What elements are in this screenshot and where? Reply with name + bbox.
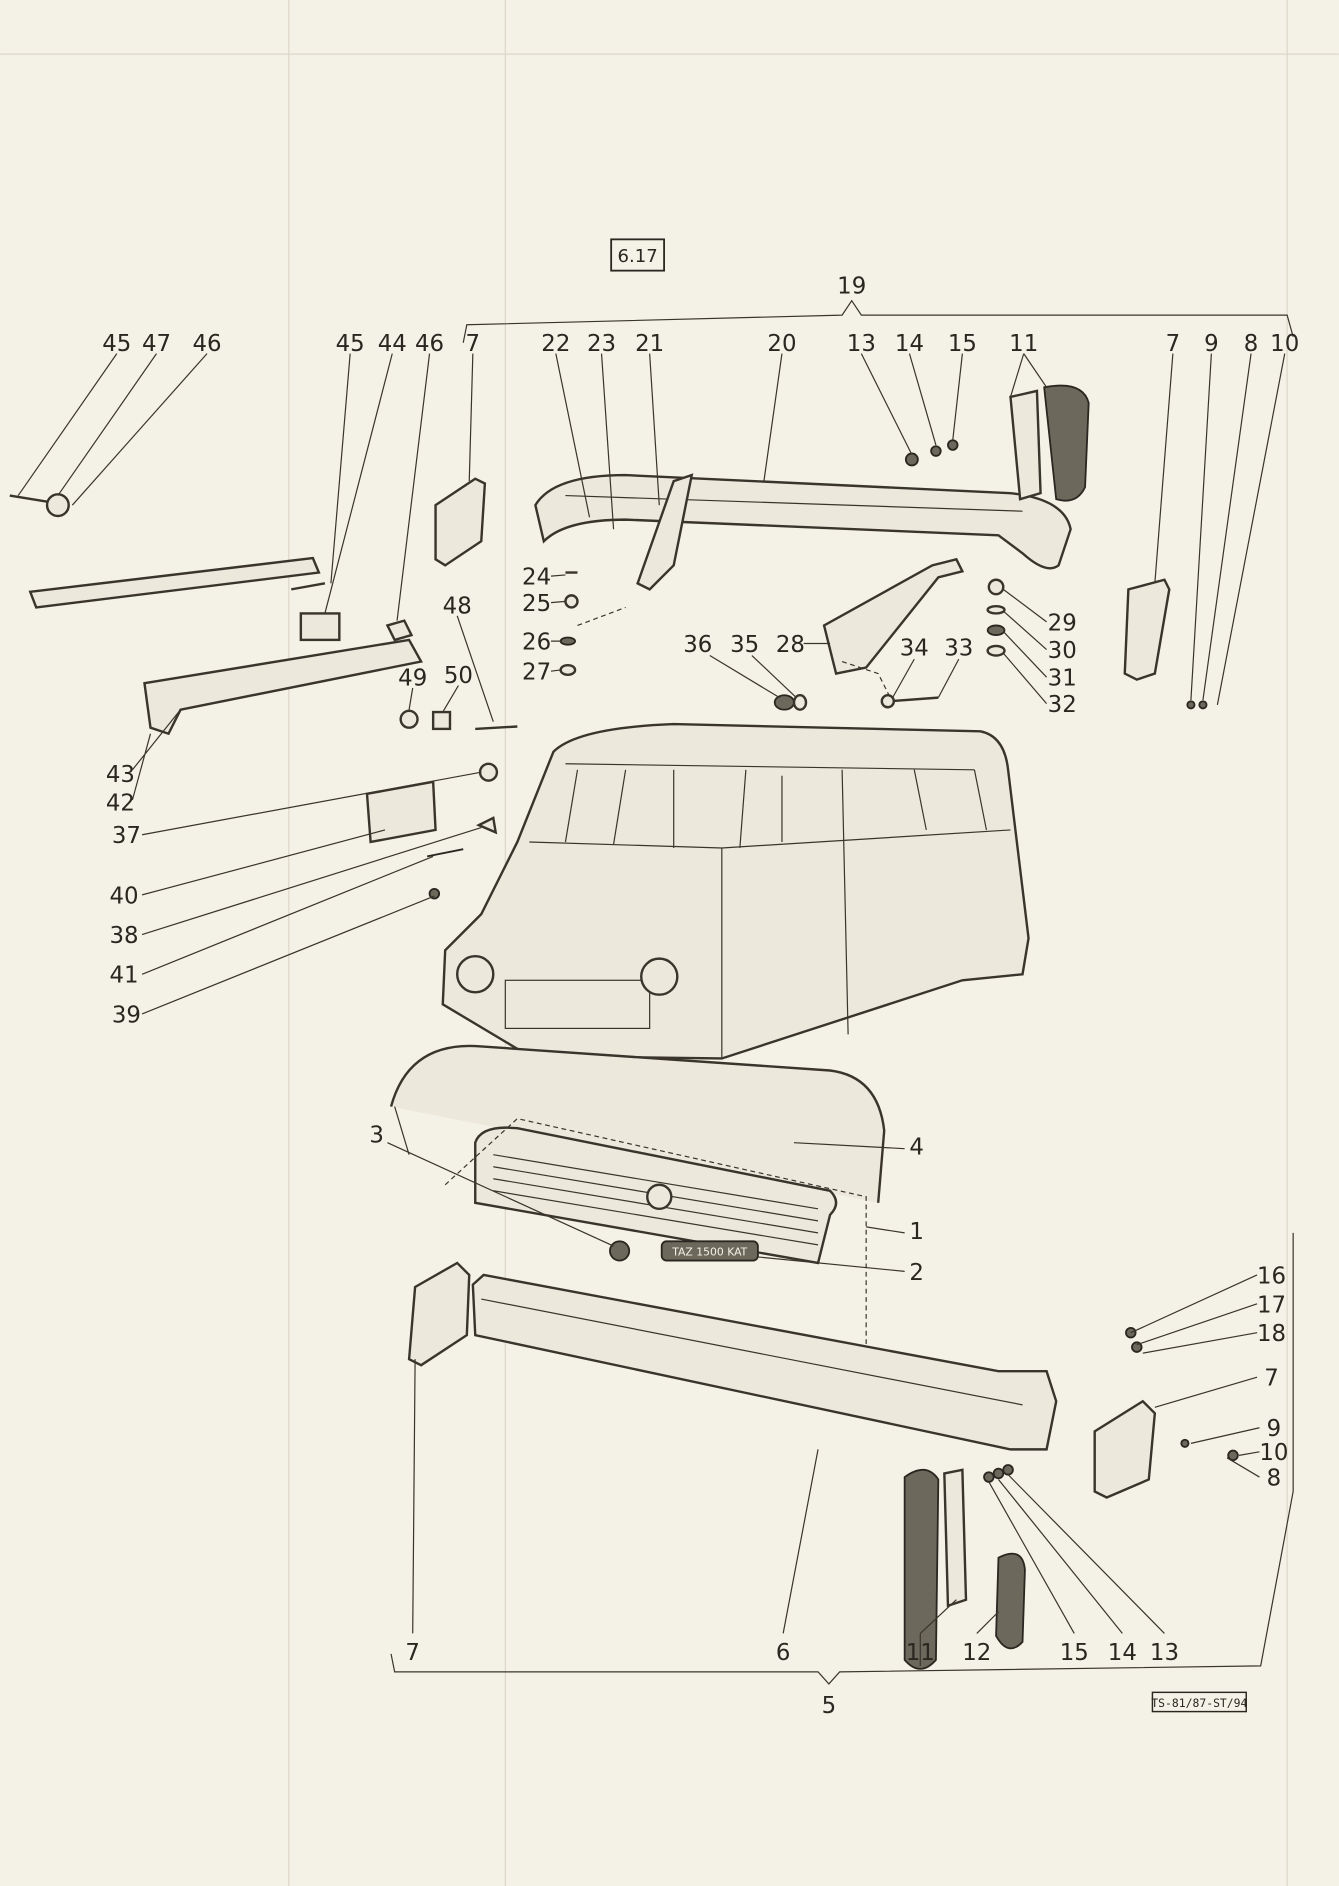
callouts-bracket-hardware: 48 49 50 24 25 26 27 36 35 28 34 33 29 3… (398, 565, 1077, 718)
callout: 48 (443, 593, 472, 619)
callout: 49 (398, 666, 427, 692)
callout: 46 (192, 331, 221, 357)
callout: 11 (906, 1640, 935, 1666)
callout: 30 (1048, 638, 1077, 664)
callout: 26 (522, 630, 551, 656)
callout: 10 (1259, 1440, 1288, 1466)
callouts-front-right: 16 17 18 7 9 10 8 (1257, 1263, 1288, 1491)
callout: 3 (369, 1123, 384, 1149)
callout: 46 (415, 331, 444, 357)
callout: 13 (1150, 1640, 1179, 1666)
callout: 21 (635, 331, 664, 357)
callout: 34 (900, 636, 929, 662)
callout: 25 (522, 591, 551, 617)
callout: 36 (683, 632, 712, 658)
callout: 41 (109, 963, 138, 989)
callouts-bottom-row: 7 6 11 12 15 14 13 (405, 1640, 1179, 1666)
callout: 7 (1166, 331, 1181, 357)
callouts-top-left: 45 47 46 (102, 331, 221, 357)
callout: 44 (378, 331, 407, 357)
callout: 11 (1009, 331, 1038, 357)
group-bracket-19: 19 (462, 273, 1294, 343)
callout: 38 (109, 923, 138, 949)
drawing-code: TS-81/87-ST/94 (1151, 1696, 1247, 1710)
callout: 37 (112, 823, 141, 849)
callout: 17 (1257, 1292, 1286, 1318)
callouts-left-column: 43 42 37 40 38 41 39 (106, 762, 141, 1029)
callout: 31 (1048, 666, 1077, 692)
callout: 12 (962, 1640, 991, 1666)
callout-19: 19 (837, 273, 866, 299)
callout: 15 (1060, 1640, 1089, 1666)
callout: 29 (1048, 610, 1077, 636)
callout: 10 (1270, 331, 1299, 357)
callout: 2 (909, 1260, 924, 1286)
callout: 16 (1257, 1263, 1286, 1289)
callout: 23 (587, 331, 616, 357)
figure-ref: 6.17 (618, 246, 658, 267)
callout: 50 (444, 663, 473, 689)
hardware (9, 439, 1208, 731)
callout: 15 (948, 331, 977, 357)
callout: 28 (776, 632, 805, 658)
callout-5: 5 (822, 1693, 837, 1719)
rear-bumper (434, 384, 1171, 681)
callout: 27 (522, 660, 551, 686)
callout: 45 (102, 331, 131, 357)
leader-lines (17, 353, 1286, 1666)
callout: 8 (1267, 1465, 1282, 1491)
callout: 35 (730, 632, 759, 658)
callout: 7 (1264, 1366, 1279, 1392)
callout: 9 (1267, 1416, 1282, 1442)
callout: 6 (776, 1640, 791, 1666)
figure-ref-box: 6.17 (610, 238, 665, 272)
front-bumper (407, 1261, 1239, 1670)
callout: 7 (405, 1640, 420, 1666)
callout: 45 (336, 331, 365, 357)
drawing-code-box: TS-81/87-ST/94 (1151, 1691, 1248, 1713)
callout: 20 (767, 331, 796, 357)
group-bracket-5: 5 (390, 1232, 1294, 1719)
callouts-grille: 4 3 1 2 (369, 1123, 924, 1286)
callout: 1 (909, 1219, 924, 1245)
callouts-top-row: 45 44 46 7 22 23 21 20 13 14 15 11 7 9 8… (336, 331, 1300, 357)
callout: 13 (847, 331, 876, 357)
side-rails (28, 556, 499, 900)
callout: 22 (541, 331, 570, 357)
callout: 33 (944, 636, 973, 662)
callout: 32 (1048, 692, 1077, 718)
callout: 7 (466, 331, 481, 357)
callout: 8 (1244, 331, 1259, 357)
gasket (389, 1044, 886, 1203)
grille-badge: TAZ 1500 KAT (671, 1246, 747, 1259)
callout: 47 (142, 331, 171, 357)
callout: 43 (106, 762, 135, 788)
callout: 9 (1204, 331, 1219, 357)
callout: 39 (112, 1002, 141, 1028)
callout: 14 (1108, 1640, 1137, 1666)
callout: 42 (106, 791, 135, 817)
grille: TAZ 1500 KAT (444, 1117, 867, 1372)
callout: 24 (522, 565, 551, 591)
callout: 18 (1257, 1321, 1286, 1347)
van-body (441, 722, 1030, 1060)
callout: 4 (909, 1135, 924, 1161)
callout: 40 (109, 883, 138, 909)
callout: 14 (895, 331, 924, 357)
